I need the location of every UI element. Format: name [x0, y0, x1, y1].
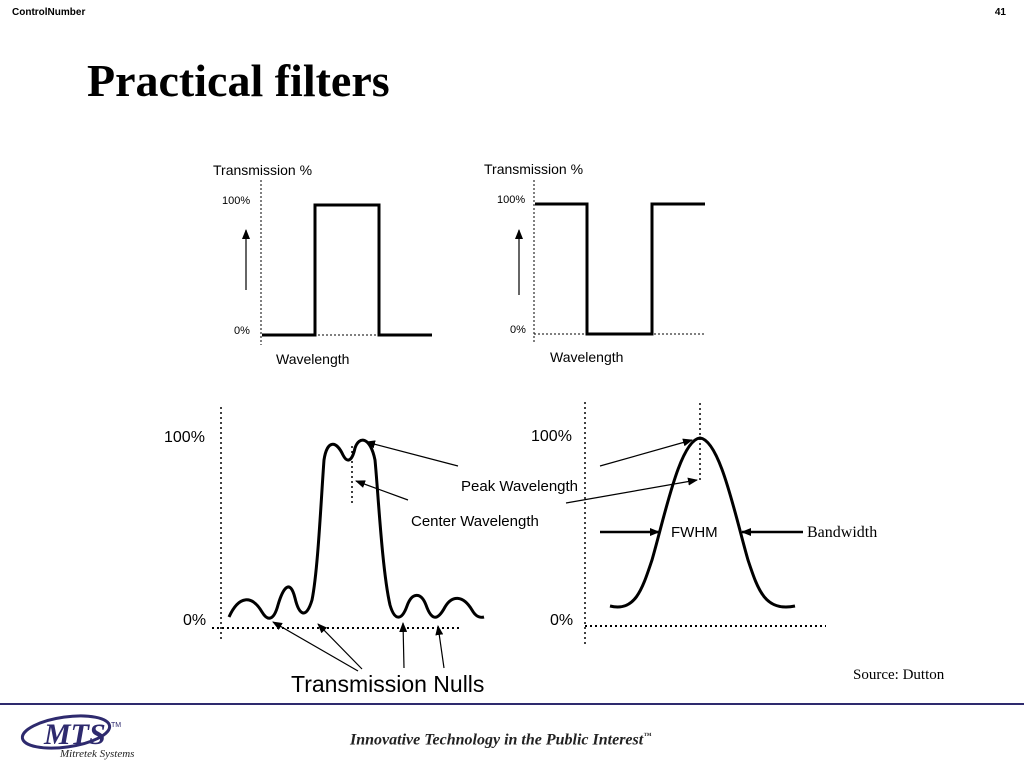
practical-bandpass-diagram: 100% 0% Peak Wavelength Center Wavelengt…: [164, 407, 578, 697]
ideal-notch-0-label: 0%: [510, 324, 526, 336]
ideal-notch-xlabel: Wavelength: [550, 349, 623, 365]
peak-arrow-2: [599, 438, 693, 467]
source-citation: Source: Dutton: [853, 667, 945, 683]
peak-wavelength-label: Peak Wavelength: [461, 478, 578, 495]
footer-tagline: Innovative Technology in the Public Inte…: [350, 731, 651, 749]
practical-bandpass-100-label: 100%: [164, 429, 205, 446]
ideal-bandpass-ylabel: Transmission %: [213, 162, 312, 178]
practical-bandpass-0-label: 0%: [183, 612, 206, 629]
ideal-bandpass-diagram: Transmission % 100% 0% Wavelength: [213, 162, 432, 367]
practical-gaussian-diagram: 100% 0% FWHM Bandwidth: [531, 402, 877, 645]
practical-gaussian-100-label: 100%: [531, 428, 572, 445]
ideal-bandpass-0-label: 0%: [234, 325, 250, 337]
peak-arrow-1: [365, 440, 459, 467]
page-number: 41: [994, 7, 1006, 18]
practical-gaussian-0-label: 0%: [550, 612, 573, 629]
center-arrow-1: [355, 480, 409, 501]
ideal-bandpass-curve: [262, 203, 432, 337]
ideal-bandpass-xlabel: Wavelength: [276, 351, 349, 367]
tagline-tm: ™: [643, 731, 652, 740]
ideal-bandpass-100-label: 100%: [222, 195, 250, 207]
practical-gaussian-curve: [609, 436, 796, 609]
practical-bandpass-curve: [227, 438, 485, 620]
transmission-nulls-label: Transmission Nulls: [291, 671, 484, 697]
logo-subtext: Mitretek Systems: [59, 748, 134, 760]
tagline-text: Innovative Technology in the Public Inte…: [350, 731, 644, 749]
null-arrow-1: [272, 621, 359, 672]
null-arrow-4: [435, 625, 445, 669]
center-arrow-2: [565, 477, 698, 504]
fwhm-label: FWHM: [671, 524, 718, 541]
slide-title: Practical filters: [87, 55, 390, 106]
ideal-notch-curve: [535, 202, 705, 336]
logo-tm: TM: [111, 722, 121, 729]
null-arrow-2: [317, 623, 363, 670]
mts-logo: MTS TM Mitretek Systems: [20, 714, 134, 760]
ideal-notch-diagram: Transmission % 100% 0% Wavelength: [484, 161, 705, 365]
logo-text: MTS: [43, 718, 106, 751]
control-number: ControlNumber: [12, 7, 86, 18]
bandwidth-label: Bandwidth: [807, 524, 877, 541]
ideal-notch-ylabel: Transmission %: [484, 161, 583, 177]
center-wavelength-label: Center Wavelength: [411, 513, 539, 530]
footer-divider: [0, 703, 1024, 705]
null-arrow-3: [399, 622, 408, 669]
ideal-notch-100-label: 100%: [497, 194, 525, 206]
